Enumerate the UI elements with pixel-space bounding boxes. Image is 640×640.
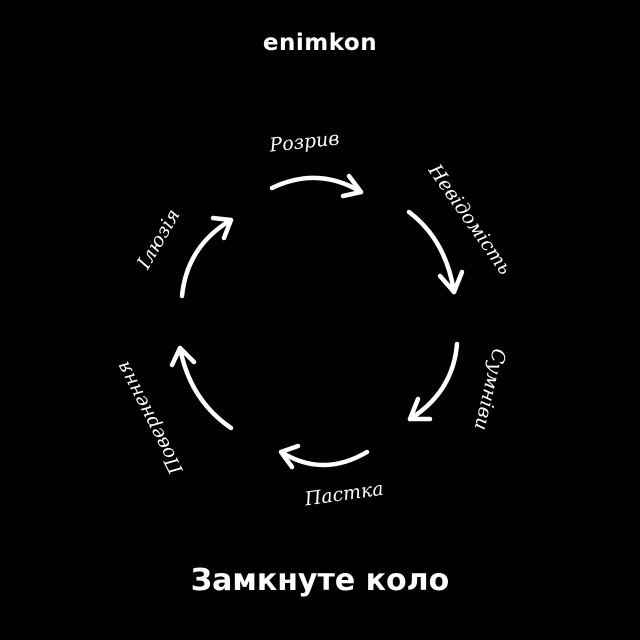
cycle-arrow-4 <box>278 443 370 470</box>
stage-label-pastka: Пастка <box>302 478 385 511</box>
cycle-arrow-6 <box>179 215 234 299</box>
stage-label-sumnivy: Сумніви <box>470 346 510 432</box>
stage-label-nevidomist: Невідомість <box>423 159 516 278</box>
brand-logo-text: enimkon <box>262 30 378 56</box>
cycle-arrow-5 <box>169 345 234 431</box>
stage-label-povernennia: Повернення <box>112 358 188 479</box>
cycle-arrow-2 <box>406 209 465 295</box>
diagram-caption: Замкнуте коло <box>190 563 450 598</box>
stage-label-iliuziia: Ілюзія <box>132 205 184 273</box>
cycle-arrow-1 <box>269 173 364 199</box>
cycle-arrow-3 <box>407 341 460 422</box>
stage-label-rozryv: Розрив <box>267 127 340 156</box>
